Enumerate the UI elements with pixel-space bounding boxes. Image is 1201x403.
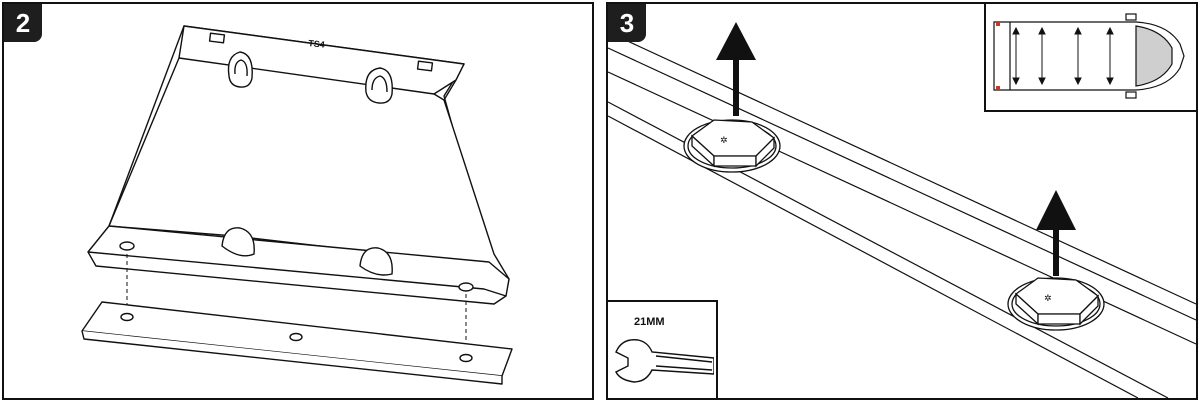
roof-rail-drawing: ✲ ✲ [608, 22, 1196, 398]
svg-text:✲: ✲ [1044, 294, 1052, 304]
up-arrow-icon [716, 22, 756, 116]
hex-bolt-icon: ✲ [683, 119, 781, 173]
bracket-plate-icon [87, 25, 510, 305]
svg-text:✲: ✲ [720, 136, 728, 146]
hex-bolt-icon: ✲ [1007, 277, 1105, 331]
vehicle-inset [984, 4, 1196, 112]
wrench-inset: 21MM [608, 300, 718, 398]
wrench-size-label: 21MM [634, 316, 665, 328]
bracket-assembly-drawing: TS4 [81, 25, 513, 385]
van-top-view-icon [993, 13, 1185, 99]
step-number-badge: 2 [4, 4, 42, 42]
plate-marking: TS4 [308, 38, 325, 50]
up-arrow-icon [1036, 190, 1076, 276]
instruction-panel-step-2: 2 [2, 2, 594, 400]
backing-plate-icon [81, 301, 513, 385]
step-number-badge: 3 [608, 4, 646, 42]
instruction-panel-step-3: 3 ✲ [606, 2, 1198, 400]
wrench-icon [615, 339, 714, 383]
